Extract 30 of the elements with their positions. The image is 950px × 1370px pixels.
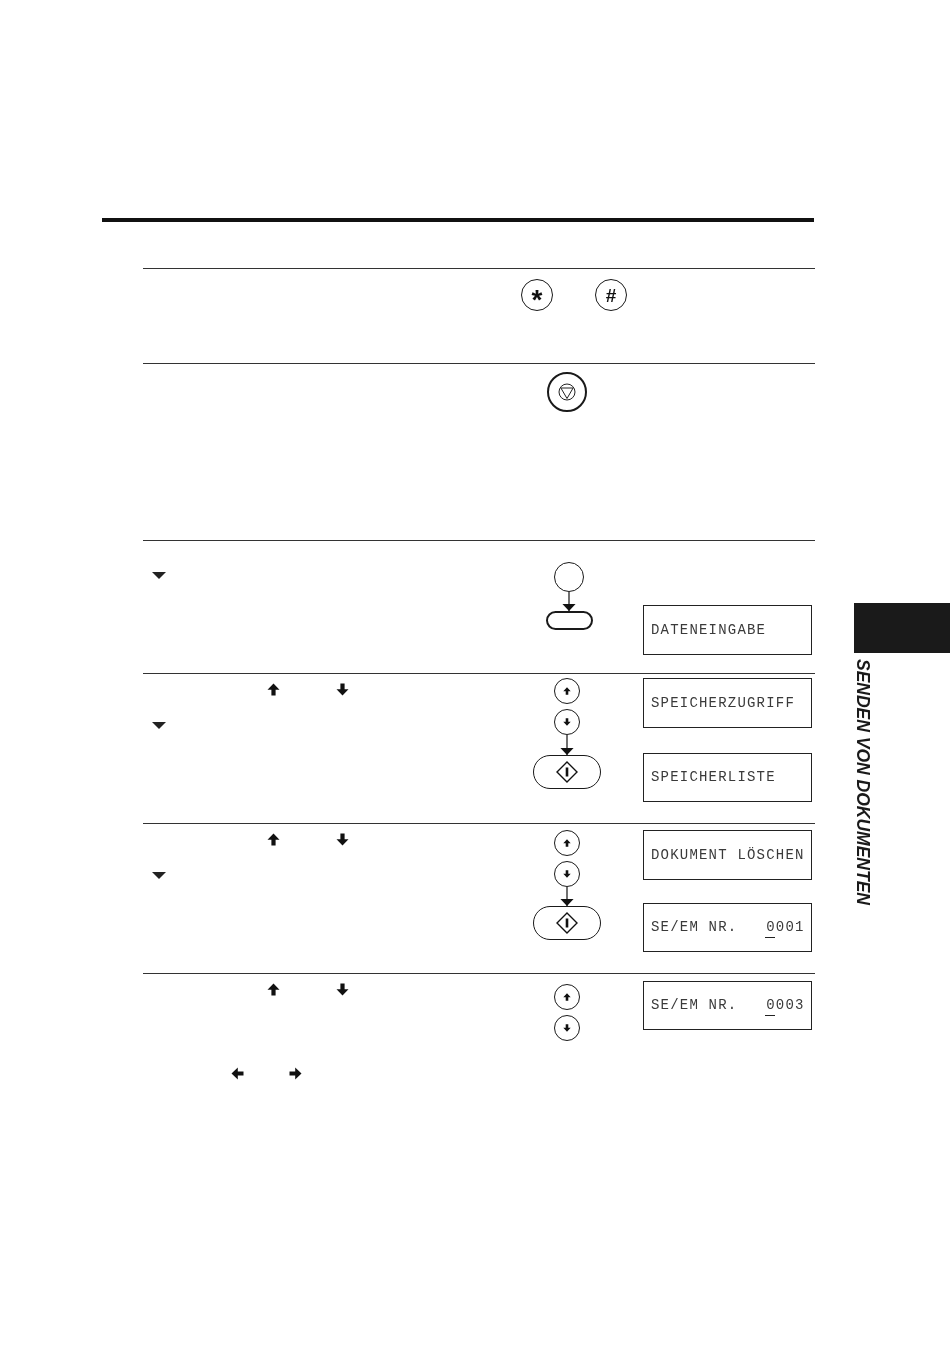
arrow <box>560 886 574 907</box>
lcd-display <box>643 830 812 880</box>
oval-key <box>545 611 593 630</box>
display-text: SPEICHERZUGRIFF <box>651 693 796 713</box>
side-tab-label: SENDEN VON DOKUMENTEN <box>853 659 873 905</box>
display-text: DATENEINGABE <box>651 620 767 640</box>
lcd-display <box>643 605 812 655</box>
asterisk-key: * <box>521 279 553 311</box>
up-key <box>554 830 580 856</box>
display-text: DOKUMENT LÖSCHEN <box>651 845 805 865</box>
arrow <box>562 591 576 612</box>
down-key <box>554 861 580 887</box>
stop-key <box>547 372 587 412</box>
hash-key: # <box>595 279 627 311</box>
display-text: SE/EM NR. 0003 <box>651 996 805 1015</box>
up-key <box>554 678 580 704</box>
up-key <box>554 984 580 1010</box>
lcd-display <box>643 753 812 802</box>
start-key <box>533 906 601 940</box>
down-key <box>554 709 580 735</box>
start-key <box>533 755 601 789</box>
display-text: SPEICHERLISTE <box>651 768 776 787</box>
display-text: SE/EM NR. 0001 <box>651 918 805 937</box>
section-tab <box>854 603 950 653</box>
lcd-display <box>643 903 812 952</box>
lcd-display <box>643 678 812 728</box>
down-key <box>554 1015 580 1041</box>
arrow <box>560 734 574 756</box>
lcd-display <box>643 981 812 1030</box>
round-key <box>554 562 584 592</box>
